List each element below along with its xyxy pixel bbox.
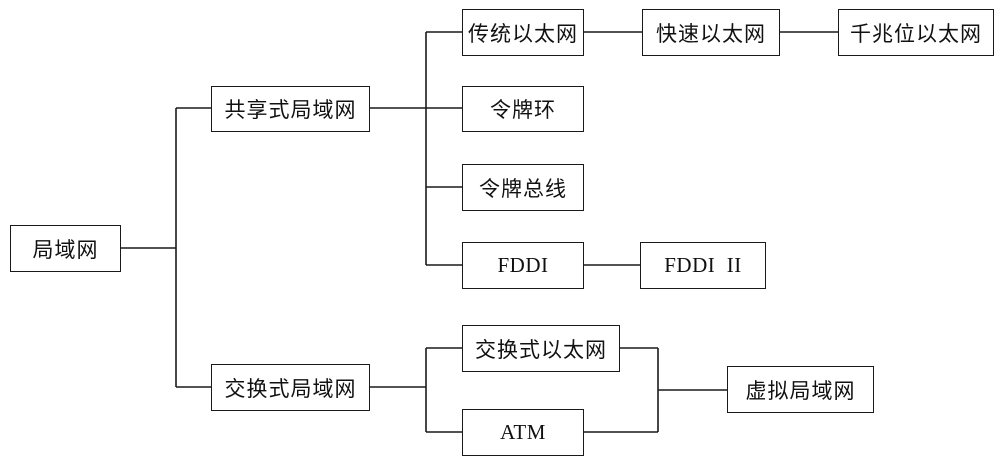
node-fddi: FDDI: [462, 242, 584, 289]
node-traditional-ethernet: 传统以太网: [462, 9, 584, 56]
node-token-bus: 令牌总线: [462, 164, 584, 211]
node-atm: ATM: [462, 409, 584, 456]
node-switched-ethernet: 交换式以太网: [462, 325, 620, 372]
node-lan: 局域网: [10, 225, 121, 272]
node-virtual-lan: 虚拟局域网: [727, 366, 874, 413]
node-fast-ethernet: 快速以太网: [642, 9, 780, 56]
node-shared-lan: 共享式局域网: [211, 86, 370, 132]
node-gigabit-ethernet: 千兆位以太网: [838, 9, 994, 56]
node-switched-lan: 交换式局域网: [211, 364, 370, 411]
node-fddi-ii: FDDI II: [640, 242, 766, 289]
node-token-ring: 令牌环: [462, 86, 584, 132]
